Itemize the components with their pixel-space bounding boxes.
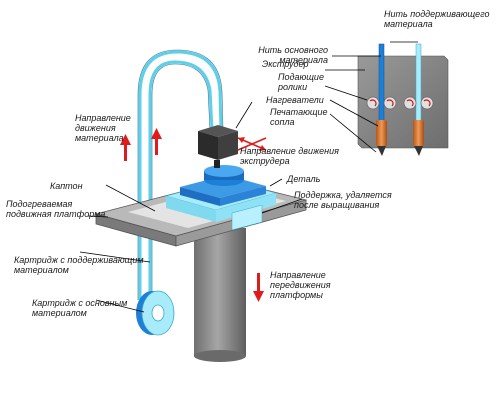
direction-arrows — [120, 128, 264, 302]
support-column — [194, 228, 246, 362]
nozzle-support — [414, 146, 423, 156]
label-main-cartridge: Картридж с основным материалом — [32, 298, 128, 318]
label-part: Деталь — [287, 174, 321, 184]
printed-part — [164, 165, 278, 231]
extruder-direction-cross — [237, 137, 267, 151]
label-main-filament: Нить основного материала — [258, 45, 328, 65]
nozzle-main — [377, 146, 386, 156]
label-print-nozzles: Печатающие сопла — [270, 107, 328, 127]
roller-4 — [420, 96, 434, 110]
label-platform-direction: Направление передвижения платформы — [270, 270, 331, 300]
extruder-detail-panel — [357, 43, 449, 156]
roller-2 — [383, 96, 397, 110]
heater-main — [376, 120, 387, 146]
roller-1 — [366, 96, 380, 110]
label-heaters: Нагреватели — [266, 95, 324, 105]
extruder-block — [198, 125, 238, 168]
label-support-removed: Поддержка, удаляется после выращивания — [294, 190, 392, 210]
label-heated-platform: Подогреваемая подвижная платформа — [6, 199, 106, 219]
filament-feed-outlines — [137, 49, 224, 300]
label-extruder: Экструдер — [262, 59, 309, 69]
cartridge-spool — [136, 290, 175, 336]
filament-feed-lines — [138, 50, 223, 300]
label-support-cartridge: Картридж с поддерживающим материалом — [14, 255, 144, 275]
label-feed-rollers: Подающие ролики — [278, 72, 324, 92]
label-kapton: Каптон — [50, 181, 83, 191]
label-extruder-direction: Направление движения экструдера — [240, 146, 339, 166]
leader-lines — [79, 41, 418, 313]
label-material-direction: Направление движения материала — [75, 113, 131, 143]
heater-support — [413, 120, 424, 146]
roller-3 — [403, 96, 417, 110]
label-support-filament: Нить поддерживающего материала — [384, 9, 490, 29]
